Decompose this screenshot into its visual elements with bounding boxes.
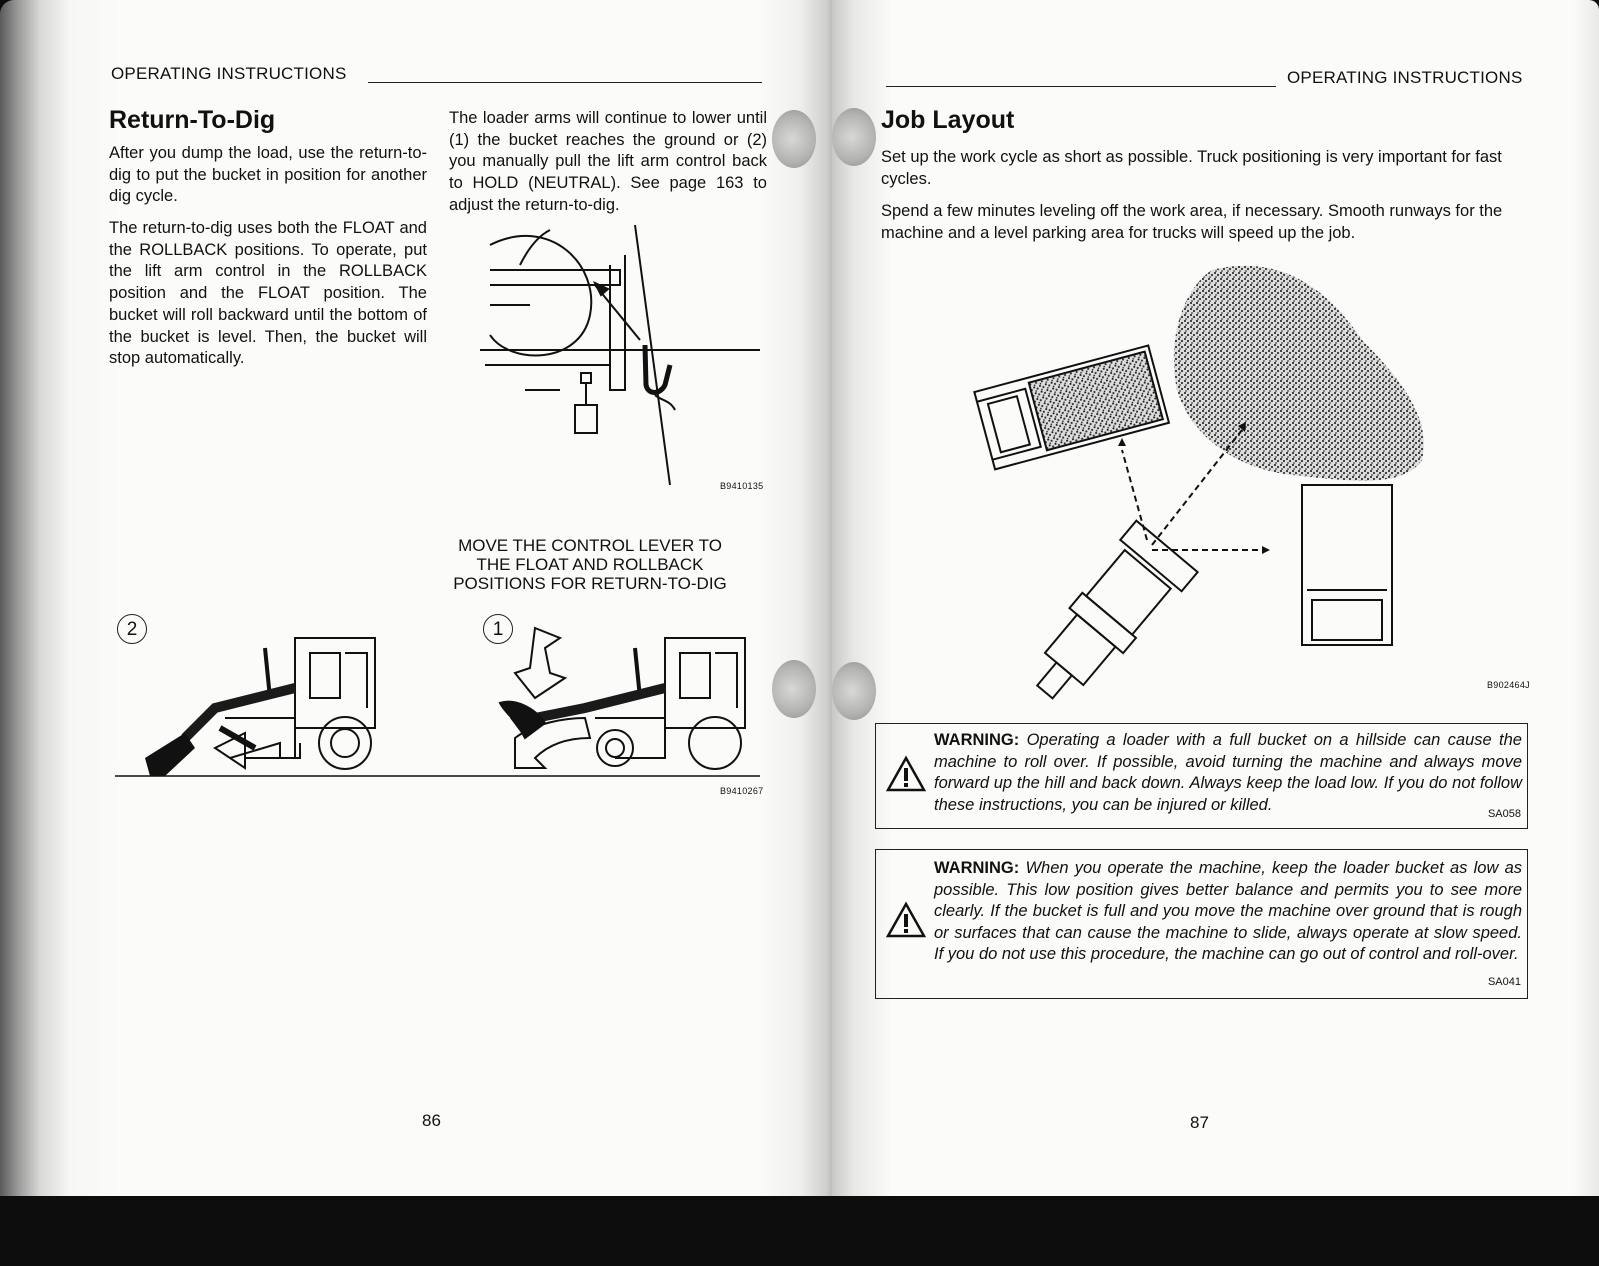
loader-return-to-dig-illustration: [115, 626, 760, 777]
paragraph-return-to-dig-intro: After you dump the load, use the return-…: [109, 144, 427, 206]
figure-caption: MOVE THE CONTROL LEVER TO THE FLOAT AND …: [453, 536, 727, 593]
left-page: OPERATING INSTRUCTIONS Return-To-Dig Aft…: [0, 0, 832, 1196]
running-head-right: OPERATING INSTRUCTIONS: [1287, 68, 1523, 87]
job-layout-illustration: [973, 265, 1424, 700]
warning-label: WARNING:: [934, 731, 1020, 749]
callout-number-2: 2: [117, 614, 147, 644]
callout-number-1: 1: [483, 614, 513, 644]
page-number-right: 87: [1190, 1113, 1209, 1132]
figure-code-2: B9410267: [720, 786, 764, 796]
binding-hole-right-top: [832, 108, 876, 166]
running-head-left: OPERATING INSTRUCTIONS: [111, 64, 347, 83]
control-lever-illustration: [480, 224, 760, 486]
section-title-return-to-dig: Return-To-Dig: [109, 106, 276, 134]
paragraph-work-cycle: Set up the work cycle as short as possib…: [881, 148, 1502, 188]
figure-code-1: B9410135: [720, 481, 764, 491]
binding-hole-left-top: [772, 110, 816, 168]
section-title-job-layout: Job Layout: [881, 106, 1015, 134]
warning-text-low-bucket: WARNING: When you operate the machine, k…: [934, 858, 1522, 966]
warning-box-low-bucket: WARNING: When you operate the machine, k…: [875, 849, 1528, 999]
figure-code-job-layout: B902464J: [1487, 680, 1530, 690]
header-rule-left: [368, 82, 762, 83]
binding-hole-right-bottom: [832, 662, 876, 720]
warning-code: SA058: [1487, 808, 1521, 820]
warning-body: Operating a loader with a full bucket on…: [934, 731, 1522, 814]
warning-triangle-icon: [885, 755, 927, 792]
page-number-left: 86: [422, 1111, 441, 1130]
right-page: OPERATING INSTRUCTIONS Job Layout Set up…: [832, 0, 1599, 1196]
header-rule-right: [886, 86, 1276, 87]
warning-body: When you operate the machine, keep the l…: [934, 859, 1522, 963]
paragraph-loader-arms: The loader arms will continue to lower u…: [449, 109, 767, 214]
warning-text-rollover: WARNING: Operating a loader with a full …: [934, 730, 1522, 816]
paragraph-work-area: Spend a few minutes leveling off the wor…: [881, 202, 1503, 242]
warning-triangle-icon: [885, 901, 927, 938]
warning-label: WARNING:: [934, 859, 1020, 877]
binding-hole-left-bottom: [772, 660, 816, 718]
warning-box-rollover: WARNING: Operating a loader with a full …: [875, 723, 1528, 829]
warning-code: SA041: [1487, 976, 1521, 988]
paragraph-return-to-dig-operation: The return-to-dig uses both the FLOAT an…: [109, 219, 427, 368]
